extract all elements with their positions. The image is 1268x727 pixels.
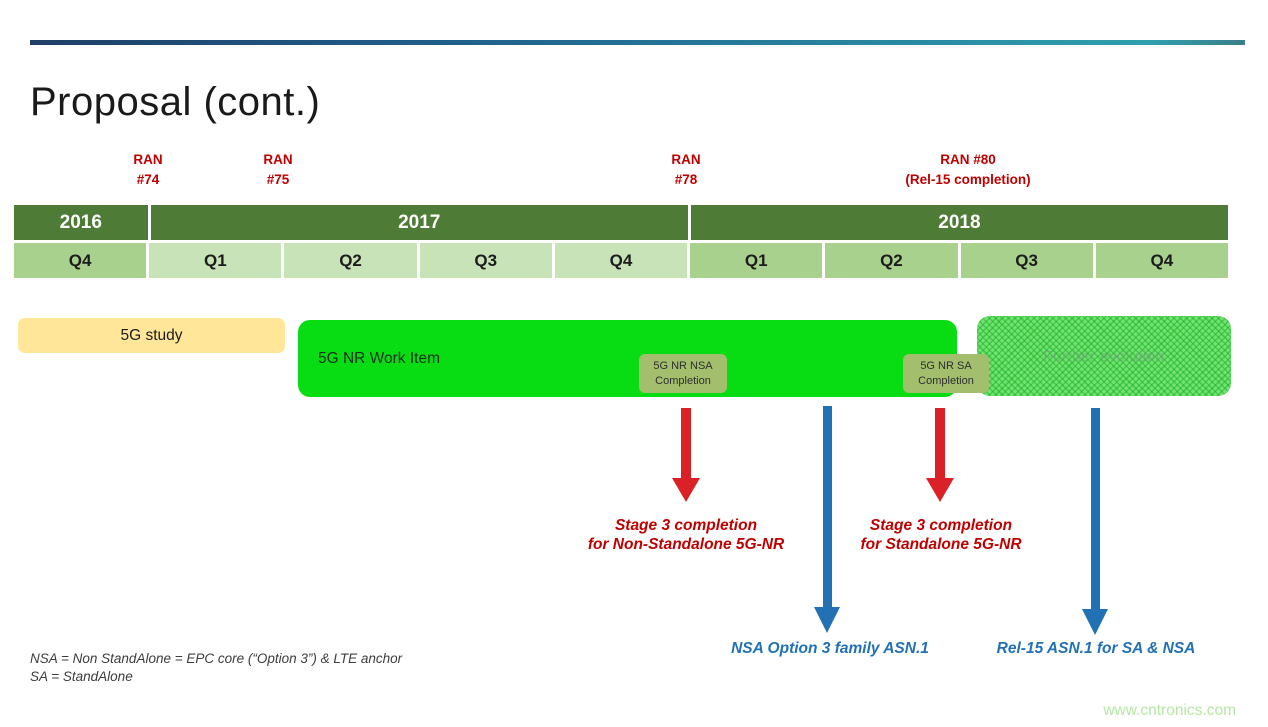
ran-meeting-74-line1: RAN [133,152,163,167]
bar-5g-study: 5G study [18,318,285,353]
note-stage3-sa: Stage 3 completion for Standalone 5G-NR [860,516,1021,554]
note-stage3-sa-line2: for Standalone 5G-NR [860,536,1022,553]
red-down-arrow-nsa-head [672,478,700,502]
red-down-arrow-nsa [672,408,700,502]
ran-meeting-74: RAN #74 [133,150,162,189]
ran-meeting-78: RAN #78 [671,150,700,189]
bar-5g-nr-work-item-label: 5G NR Work Item [318,349,441,367]
milestone-sa-line1: 5G NR SA [920,360,972,373]
year-cell-2017: 2017 [150,205,688,240]
timeline-quarter-row: Q4 Q1 Q2 Q3 Q4 Q1 Q2 Q3 Q4 [14,243,1228,278]
bar-further-evolution-label: Further evolution [1043,347,1165,365]
red-down-arrow-sa [926,408,954,502]
bar-5g-nr-work-item: 5G NR Work Item [298,320,957,397]
watermark-text: www.cntronics.com [1103,702,1236,719]
blue-down-arrow-nsa-asn1 [814,406,840,633]
page-title: Proposal (cont.) [30,80,321,124]
note-stage3-sa-line1: Stage 3 completion [869,517,1013,534]
milestone-nsa-line2: Completion [655,374,711,387]
bar-5g-study-label: 5G study [120,326,183,344]
milestone-sa-completion: 5G NR SA Completion [903,354,989,393]
milestone-sa-line2: Completion [918,374,974,387]
ran-meeting-80-line1: RAN #80 [940,152,996,167]
note-stage3-nsa-line1: Stage 3 completion [614,517,758,534]
red-down-arrow-sa-head [926,478,954,502]
header-rule [30,40,1245,45]
ran-meeting-75-line2: #75 [266,171,290,187]
blue-down-arrow-nsa-asn1-head [814,607,840,633]
ran-meeting-74-line2: #74 [136,171,160,187]
year-cell-2016: 2016 [14,205,148,240]
quarter-cell-2018-q3: Q3 [960,243,1093,278]
blue-down-arrow-nsa-asn1-shaft [822,406,832,607]
year-cell-2018: 2018 [690,205,1228,240]
footnotes: NSA = Non StandAlone = EPC core (“Option… [30,650,402,686]
footnote-sa-definition: SA = StandAlone [30,669,133,684]
quarter-cell-2017-q4: Q4 [554,243,688,278]
ran-meeting-80-line2: (Rel-15 completion) [905,171,1031,187]
red-down-arrow-sa-shaft [935,408,945,478]
quarter-cell-2017-q1: Q1 [149,243,282,278]
bar-further-evolution: Further evolution [977,316,1231,396]
quarter-cell-2017-q3: Q3 [419,243,552,278]
footnote-nsa-definition: NSA = Non StandAlone = EPC core (“Option… [30,651,403,666]
blue-down-arrow-rel15-asn1-shaft [1090,408,1100,609]
quarter-cell-2018-q4: Q4 [1095,243,1228,278]
ran-meeting-78-line1: RAN [671,152,701,167]
ran-meeting-78-line2: #78 [674,171,698,187]
ran-meeting-75-line1: RAN [263,152,293,167]
quarter-cell-2018-q1: Q1 [690,243,823,278]
quarter-cell-2017-q2: Q2 [284,243,417,278]
note-stage3-nsa: Stage 3 completion for Non-Standalone 5G… [588,516,784,554]
blue-down-arrow-rel15-asn1 [1082,408,1108,635]
ran-meeting-75: RAN #75 [263,150,292,189]
ran-meeting-80: RAN #80 (Rel-15 completion) [905,150,1030,189]
milestone-nsa-line1: 5G NR NSA [653,360,713,373]
note-rel15-asn1: Rel-15 ASN.1 for SA & NSA [996,640,1196,657]
red-down-arrow-nsa-shaft [681,408,691,478]
blue-down-arrow-rel15-asn1-head [1082,609,1108,635]
quarter-cell-2018-q2: Q2 [825,243,958,278]
note-stage3-nsa-line2: for Non-Standalone 5G-NR [587,536,785,553]
timeline-year-row: 2016 2017 2018 [14,205,1228,240]
quarter-cell-2016-q4: Q4 [14,243,147,278]
note-nsa-option3-asn1: NSA Option 3 family ASN.1 [731,640,929,657]
milestone-nsa-completion: 5G NR NSA Completion [639,354,727,393]
